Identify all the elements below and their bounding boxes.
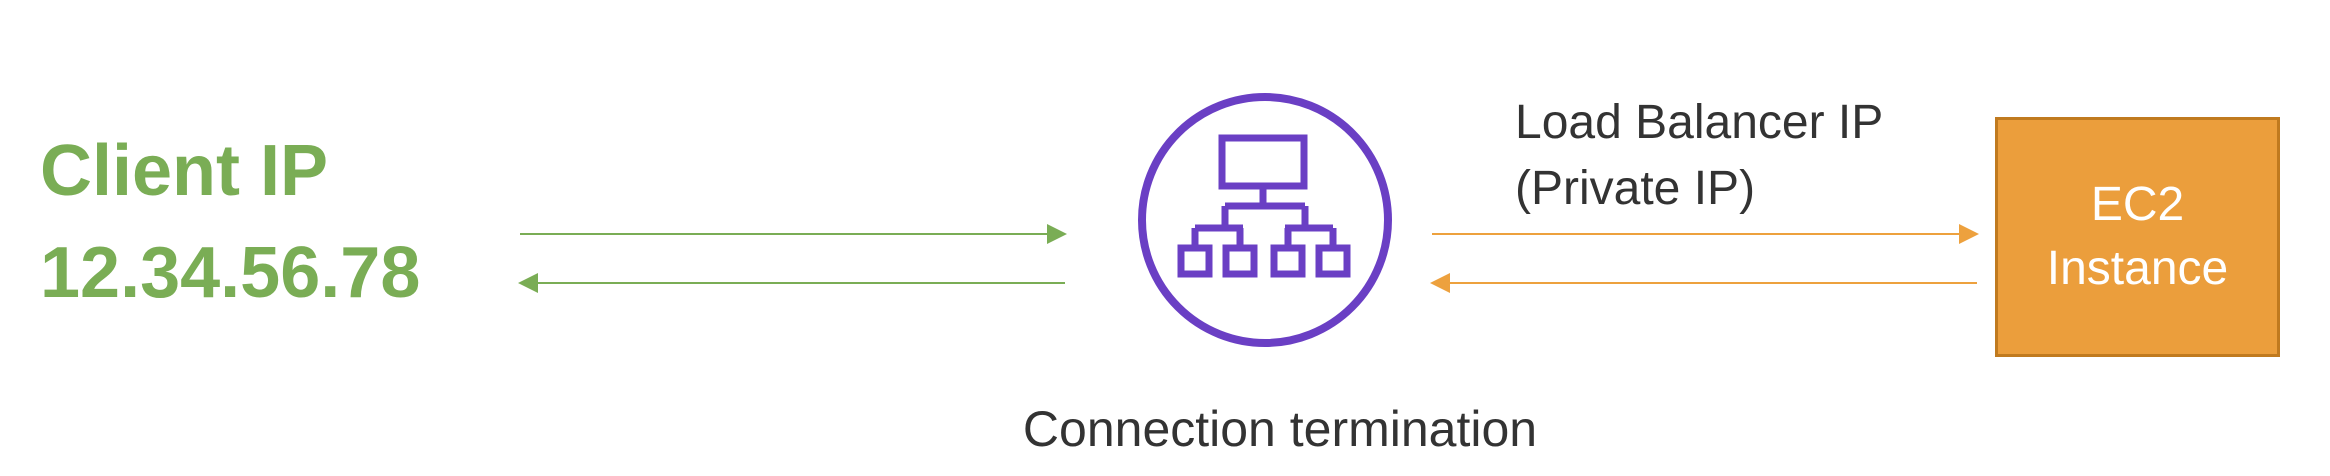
load-balancer-ip-line1: Load Balancer IP <box>1515 96 1884 149</box>
load-balancer-icon <box>1135 90 1395 350</box>
client-ip-address: 12.34.56.78 <box>40 233 421 313</box>
connection-termination-label: Connection termination <box>1022 401 1538 457</box>
lb-to-ec2-arrow <box>1432 224 1979 244</box>
arrow-head-left-icon <box>1430 273 1450 293</box>
ec2-label-line1: EC2 <box>2090 178 2185 231</box>
load-balancer-ip-label: Load Balancer IP (Private IP) <box>1515 90 1883 222</box>
lb-to-client-arrow <box>518 273 1065 293</box>
arrow-head-right-icon <box>1047 224 1067 244</box>
arrow-head-right-icon <box>1959 224 1979 244</box>
ec2-instance-box: EC2 Instance <box>1995 117 2280 357</box>
load-balancer-ip-line2: (Private IP) <box>1515 162 1756 215</box>
ec2-to-lb-arrow <box>1430 273 1977 293</box>
arrow-head-left-icon <box>518 273 538 293</box>
client-ip-block: Client IP 12.34.56.78 <box>40 135 420 309</box>
ec2-label-line2: Instance <box>2046 242 2229 295</box>
client-ip-title: Client IP <box>40 131 329 211</box>
client-to-lb-arrow <box>520 224 1067 244</box>
